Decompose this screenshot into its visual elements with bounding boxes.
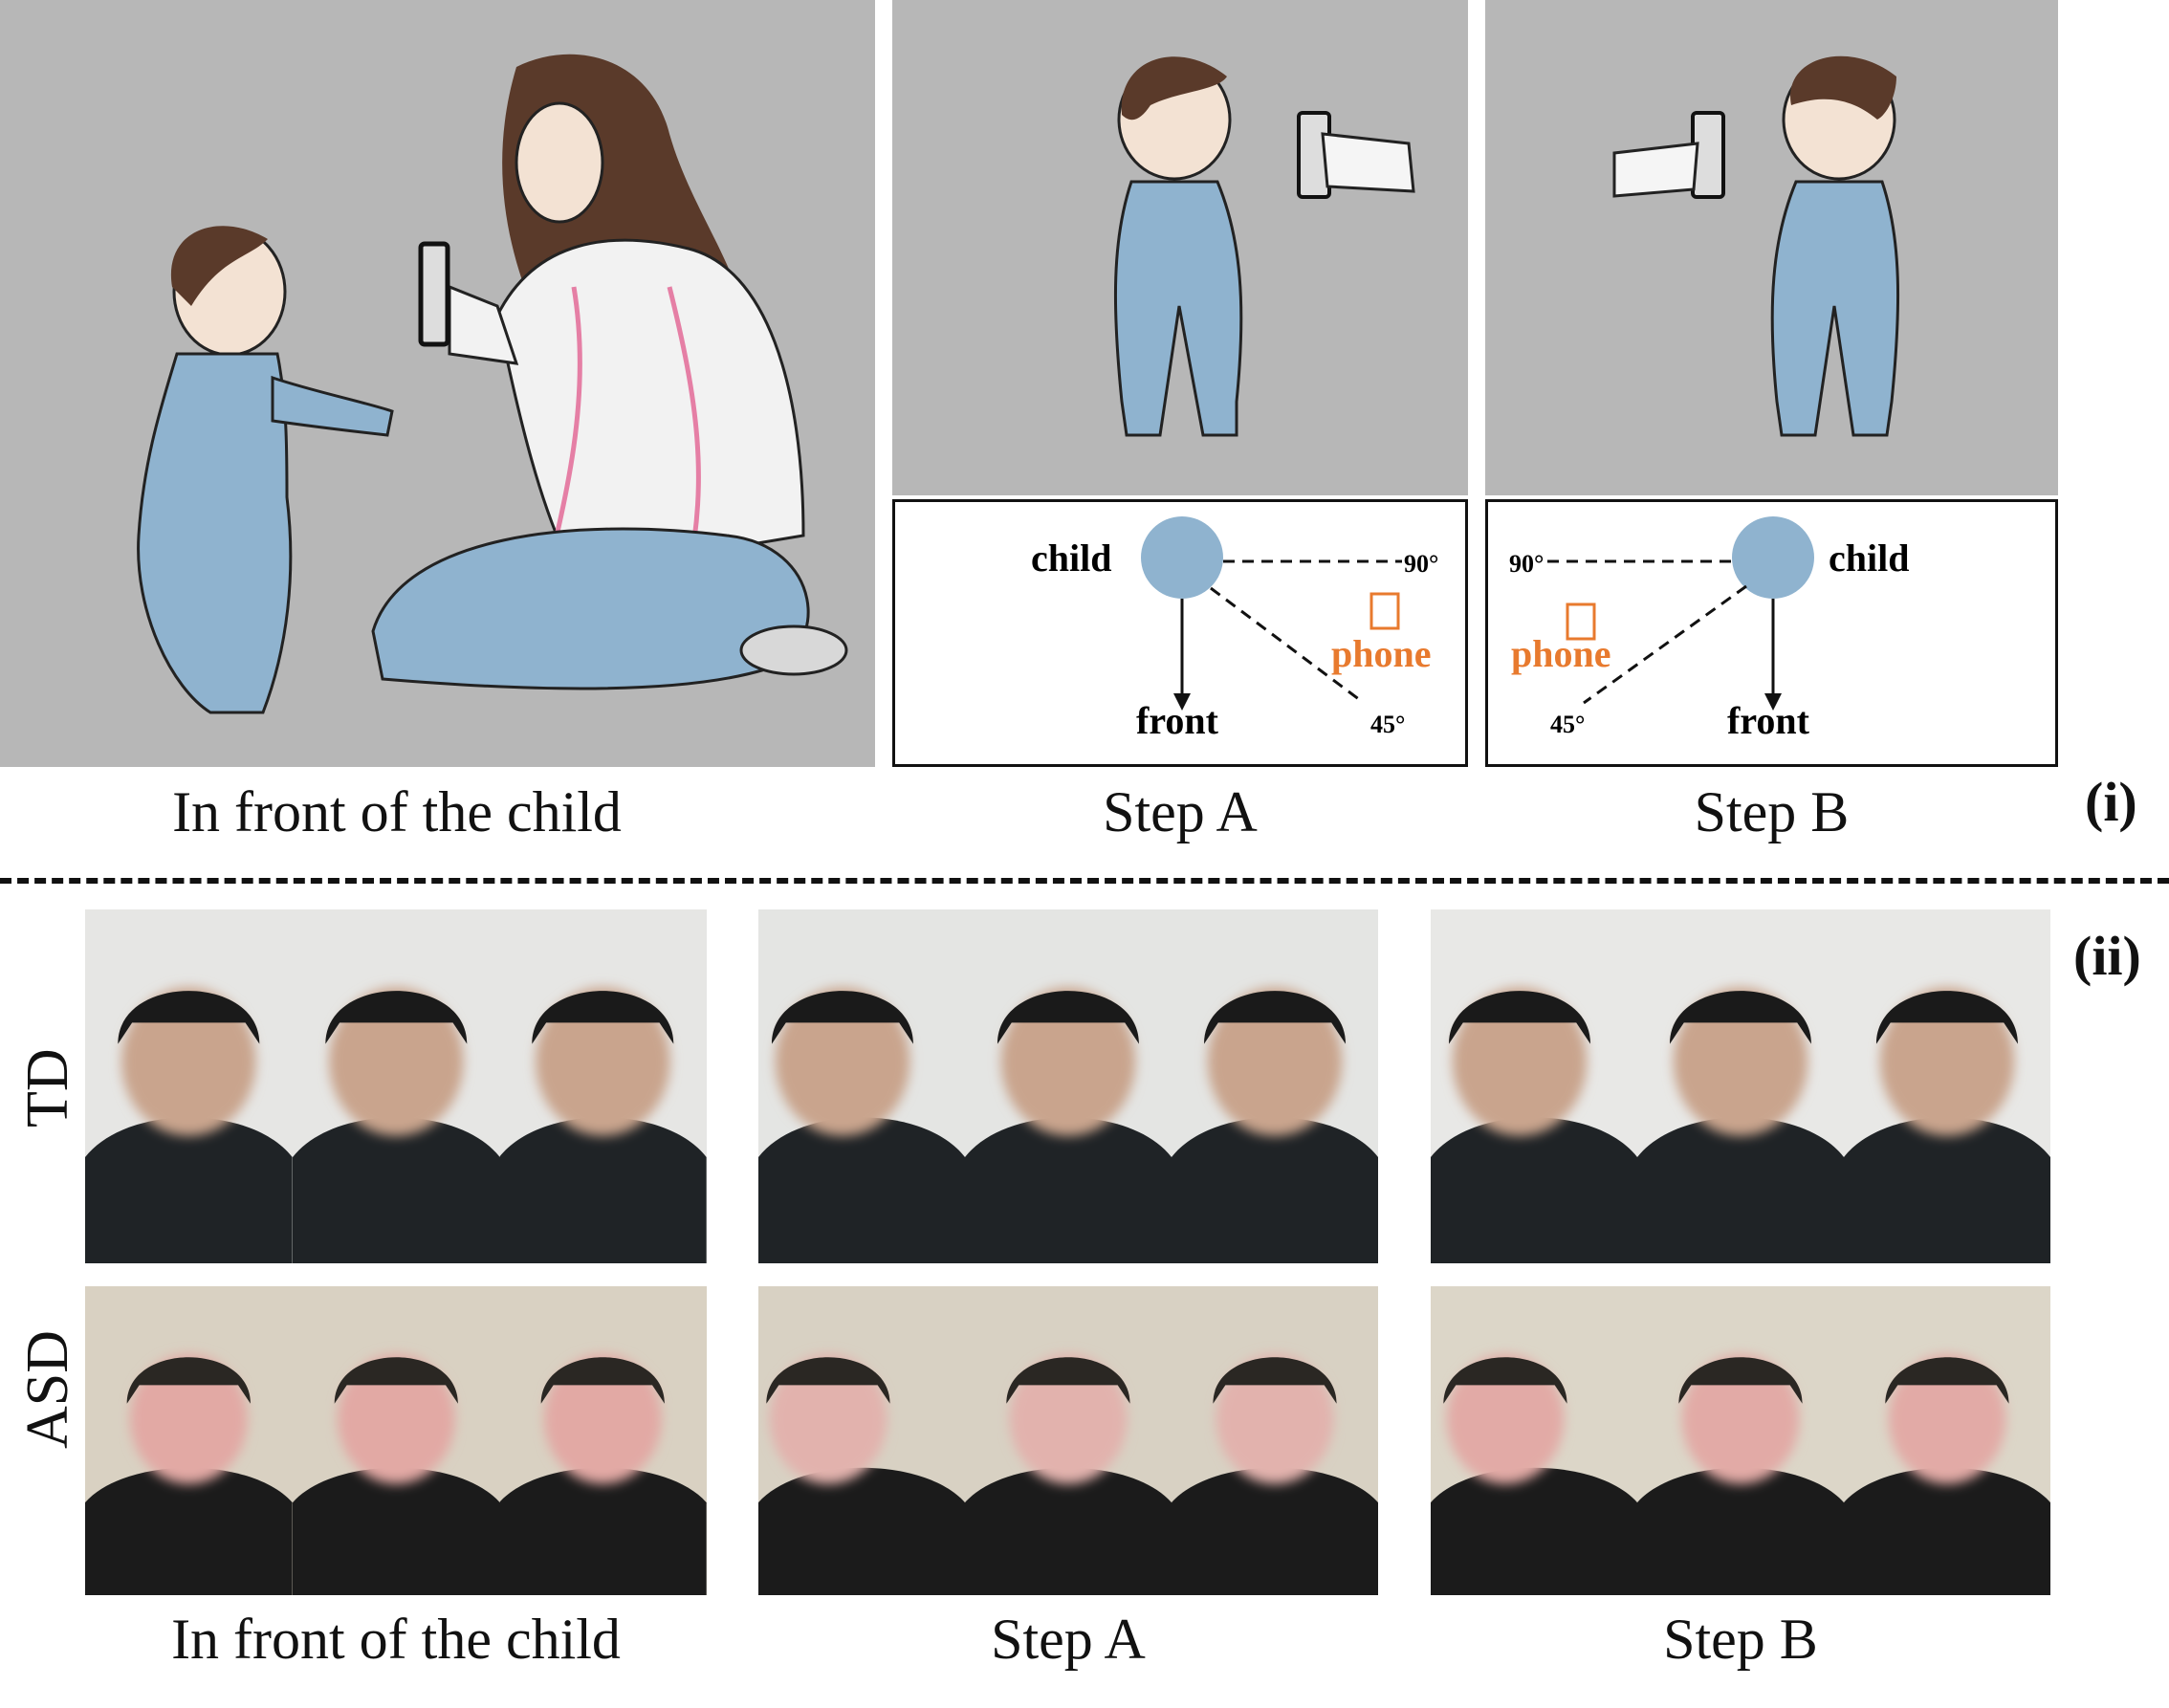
photo-frame xyxy=(499,1286,707,1595)
photo-frame xyxy=(1172,909,1378,1263)
td-front-strip xyxy=(85,909,707,1263)
child-circle xyxy=(1732,516,1814,599)
tag-ii: (ii) xyxy=(2073,925,2141,987)
td-step-b-strip xyxy=(1431,909,2050,1263)
caption-ii-step-a: Step A xyxy=(991,1608,1146,1671)
row-label-td: TD xyxy=(15,1048,80,1128)
photo-frame xyxy=(1637,909,1844,1263)
step-b-drawing xyxy=(1612,55,1900,437)
label-90: 90° xyxy=(1404,550,1439,578)
photo-frame xyxy=(85,1286,293,1595)
photo-frame xyxy=(499,909,707,1263)
tag-i: (i) xyxy=(2085,771,2137,833)
label-front: front xyxy=(1727,699,1809,742)
label-45: 45° xyxy=(1370,711,1406,738)
photo-frame xyxy=(1844,909,2050,1263)
caption-i-step-b: Step B xyxy=(1694,780,1850,843)
mother-child-drawing xyxy=(137,54,848,714)
photo-frame xyxy=(1844,1286,2050,1595)
photo-frame xyxy=(1637,1286,1844,1595)
diagram-a-lines xyxy=(1141,516,1402,711)
caption-ii-step-b: Step B xyxy=(1663,1608,1818,1671)
photo-frame xyxy=(292,1286,500,1595)
td-step-a-strip xyxy=(758,909,1378,1263)
photo-frame xyxy=(965,909,1172,1263)
phone-icon xyxy=(1566,602,1596,641)
label-child: child xyxy=(1829,536,1910,580)
diagram-step-b: child 90° phone front 45° xyxy=(1485,499,2058,767)
front-arrowhead xyxy=(1173,693,1191,711)
caption-i-front: In front of the child xyxy=(172,780,622,843)
caption-ii-front: In front of the child xyxy=(171,1608,621,1671)
label-front: front xyxy=(1136,699,1218,742)
photo-frame xyxy=(292,909,500,1263)
photo-frame xyxy=(1431,1286,1637,1595)
label-child: child xyxy=(1031,536,1112,580)
illustration-front xyxy=(0,0,875,767)
diagram-b-lines xyxy=(1547,516,1814,711)
row-label-asd: ASD xyxy=(15,1329,80,1449)
photo-frame xyxy=(965,1286,1172,1595)
caption-i-step-a: Step A xyxy=(1103,780,1258,843)
asd-step-a-strip xyxy=(758,1286,1378,1595)
photo-frame xyxy=(1431,909,1637,1263)
diagram-step-a: child 90° phone front 45° xyxy=(892,499,1468,767)
label-phone: phone xyxy=(1331,632,1432,675)
label-phone: phone xyxy=(1511,632,1611,675)
photo-frame xyxy=(1172,1286,1378,1595)
illustration-step-b xyxy=(1485,0,2058,495)
photo-frame xyxy=(758,909,965,1263)
section-divider xyxy=(0,878,2169,884)
photo-frame xyxy=(85,909,293,1263)
illustration-step-a xyxy=(892,0,1468,495)
photo-frame xyxy=(758,1286,965,1595)
asd-front-strip xyxy=(85,1286,707,1595)
phone-icon xyxy=(1369,592,1400,630)
front-arrowhead xyxy=(1764,693,1782,711)
asd-step-b-strip xyxy=(1431,1286,2050,1595)
label-90: 90° xyxy=(1509,550,1545,578)
step-a-drawing xyxy=(1113,56,1415,437)
label-45: 45° xyxy=(1550,711,1586,738)
child-circle xyxy=(1141,516,1223,599)
